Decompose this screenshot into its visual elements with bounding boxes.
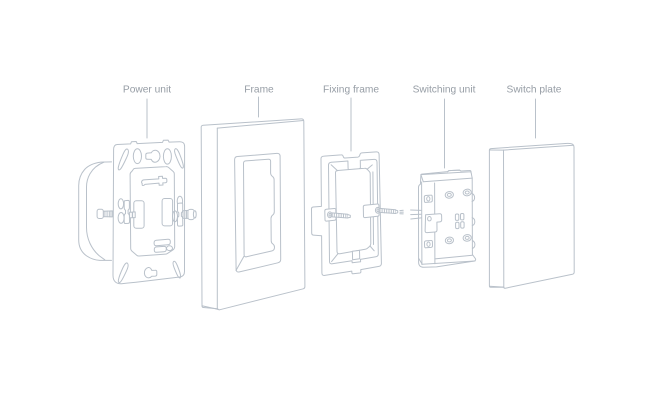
svg-text:Fixing frame: Fixing frame <box>323 85 379 96</box>
svg-text:Frame: Frame <box>244 85 274 96</box>
svg-text:Switching unit: Switching unit <box>413 85 476 96</box>
svg-text:Power unit: Power unit <box>123 85 171 96</box>
svg-text:Switch plate: Switch plate <box>507 85 562 96</box>
